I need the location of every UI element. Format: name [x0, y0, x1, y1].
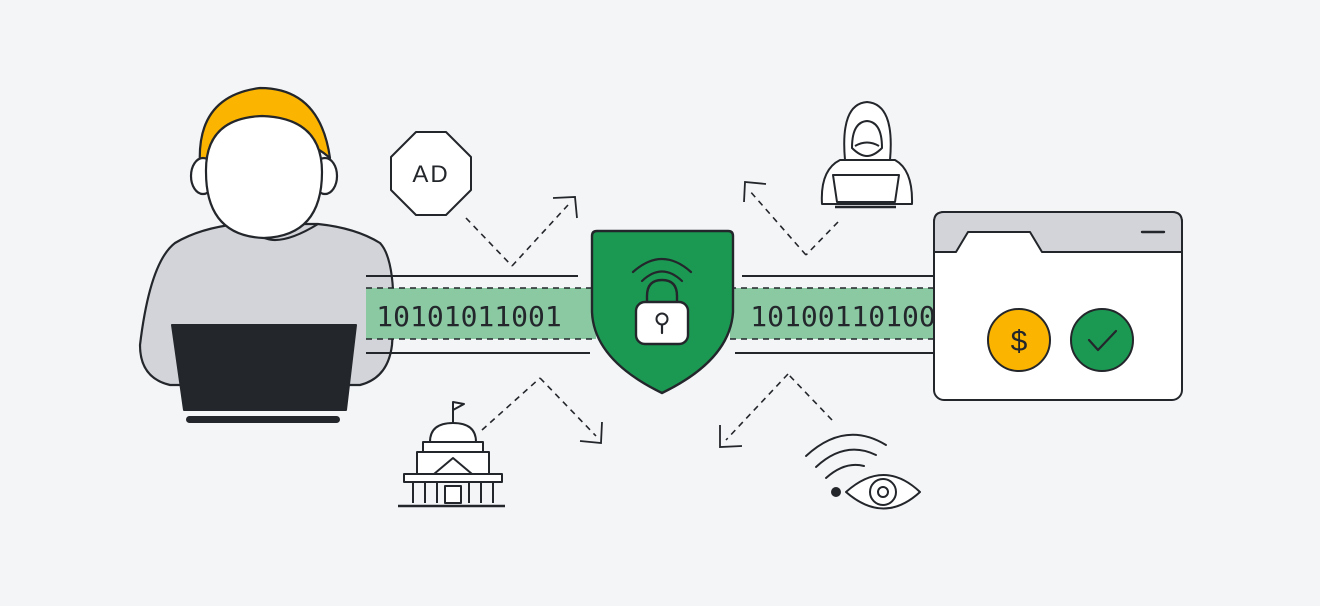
wifi-surveillance-eye-icon [805, 433, 921, 510]
ad-label: AD [412, 161, 449, 188]
check-circle-icon [1070, 308, 1134, 372]
dollar-coin-icon: $ [987, 308, 1051, 372]
ad-octagon-icon: AD [390, 131, 472, 216]
data-stream-left: 10101011001 [366, 275, 596, 354]
browser-window-icon: $ [933, 211, 1183, 401]
user-with-laptop-icon [138, 86, 395, 423]
left-bits-text: 10101011001 [376, 300, 561, 333]
data-stream-right: 10100110100 [730, 275, 950, 354]
government-building-icon [398, 401, 505, 508]
blocked-hacker-arrows [743, 181, 839, 256]
blocked-surveillance-arrows [719, 373, 833, 448]
blocked-government-arrows [481, 377, 603, 444]
right-bits-text: 10100110100 [750, 300, 935, 333]
blocked-ad-arrows [465, 196, 578, 267]
hooded-hacker-icon [820, 101, 914, 209]
vpn-shield-lock-icon [590, 229, 735, 395]
dollar-symbol: $ [1011, 325, 1028, 358]
